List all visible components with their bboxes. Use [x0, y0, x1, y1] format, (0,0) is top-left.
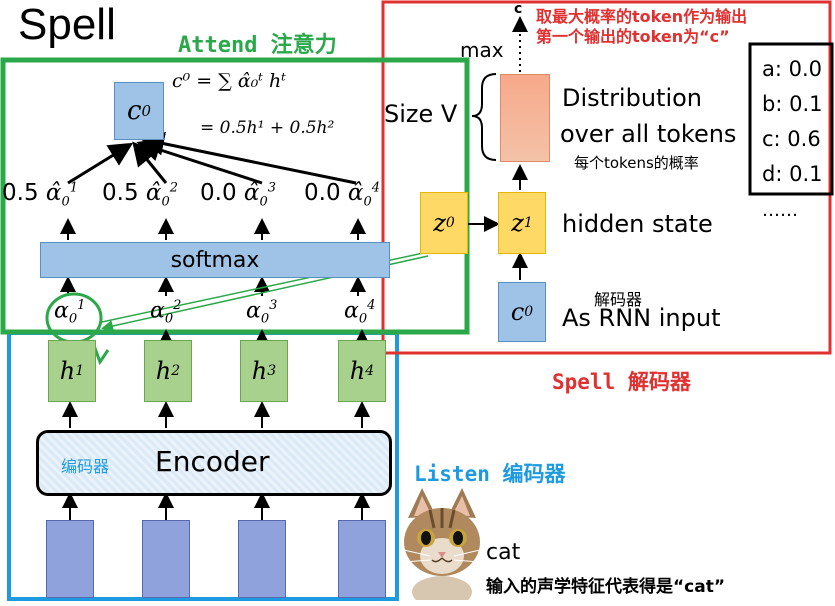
attend-label: Attend 注意力	[178, 33, 337, 58]
softmax-label: softmax	[170, 247, 260, 273]
alpha-to-softmax-arrows	[60, 276, 366, 296]
weights-to-context-arrows	[67, 131, 357, 185]
red-note-line2: 第一个输出的token为“c”	[536, 27, 730, 46]
weight-3: 0.0 α̂03	[200, 180, 276, 210]
hidden-state-label: hidden state	[562, 210, 713, 238]
red-note-line1: 取最大概率的token作为输出	[536, 7, 748, 26]
h-to-alpha-arrows	[158, 329, 370, 345]
spell-decoder-label: Spell 解码器	[552, 370, 691, 394]
softmax-to-weights-arrows	[60, 218, 366, 240]
input-word: cat	[486, 540, 521, 565]
alpha-3: α03	[246, 298, 278, 327]
alpha-4: α04	[344, 298, 376, 327]
alpha-1: α01	[54, 298, 86, 327]
size-brace	[471, 73, 497, 161]
context-formula-line1: c⁰ = ∑ α̂₀ᵗ hᵗ	[172, 70, 286, 92]
rnn-input-label: As RNN input	[562, 304, 721, 332]
cat-picture	[403, 488, 481, 600]
input-arrows	[62, 492, 370, 520]
distribution-line2: over all tokens	[560, 120, 737, 148]
input-frame-3	[238, 520, 286, 598]
probability-ellipsis: ……	[762, 200, 798, 221]
probability-frame	[748, 42, 834, 196]
spell-frame	[381, 0, 832, 355]
encoder-cn-label: 编码器	[61, 457, 110, 476]
max-label: max	[460, 38, 504, 62]
distribution-note: 每个tokens的概率	[574, 154, 699, 172]
decoder-cn-label: 解码器	[594, 290, 643, 309]
weight-1: 0.5 α̂01	[2, 180, 78, 210]
size-v-label: Size V	[384, 100, 458, 128]
context-symbol: c	[126, 96, 142, 126]
input-frame-2	[142, 520, 190, 598]
decoder-arrows	[468, 164, 528, 280]
listen-label: Listen 编码器	[414, 462, 566, 486]
input-frame-1	[46, 520, 94, 598]
spell-title: Spell	[18, 0, 116, 49]
distribution-box	[500, 74, 550, 162]
encoder-box: 编码器 Encoder	[36, 430, 392, 496]
encoder-label: Encoder	[155, 445, 270, 478]
output-token: c	[514, 1, 523, 17]
weight-4: 0.0 α̂04	[304, 180, 380, 210]
input-frame-4	[338, 520, 386, 598]
input-note: 输入的声学特征代表得是“cat”	[486, 577, 726, 597]
probability-item: d: 0.1	[762, 162, 823, 186]
context-superscript: 0	[141, 102, 152, 120]
probability-item: b: 0.1	[762, 92, 823, 116]
probability-item: c: 0.6	[762, 127, 821, 151]
alpha-2: α02	[150, 298, 182, 327]
probability-item: a: 0.0	[762, 57, 823, 81]
probability-list: a: 0.0 b: 0.1 c: 0.6 d: 0.1	[762, 52, 822, 192]
context-formula-line2: = 0.5h¹ + 0.5h²	[200, 118, 335, 138]
weight-2: 0.5 α̂02	[102, 180, 178, 210]
encoder-to-h-arrows	[62, 401, 370, 428]
distribution-line1: Distribution	[562, 84, 703, 112]
softmax-bar: softmax	[40, 242, 390, 278]
